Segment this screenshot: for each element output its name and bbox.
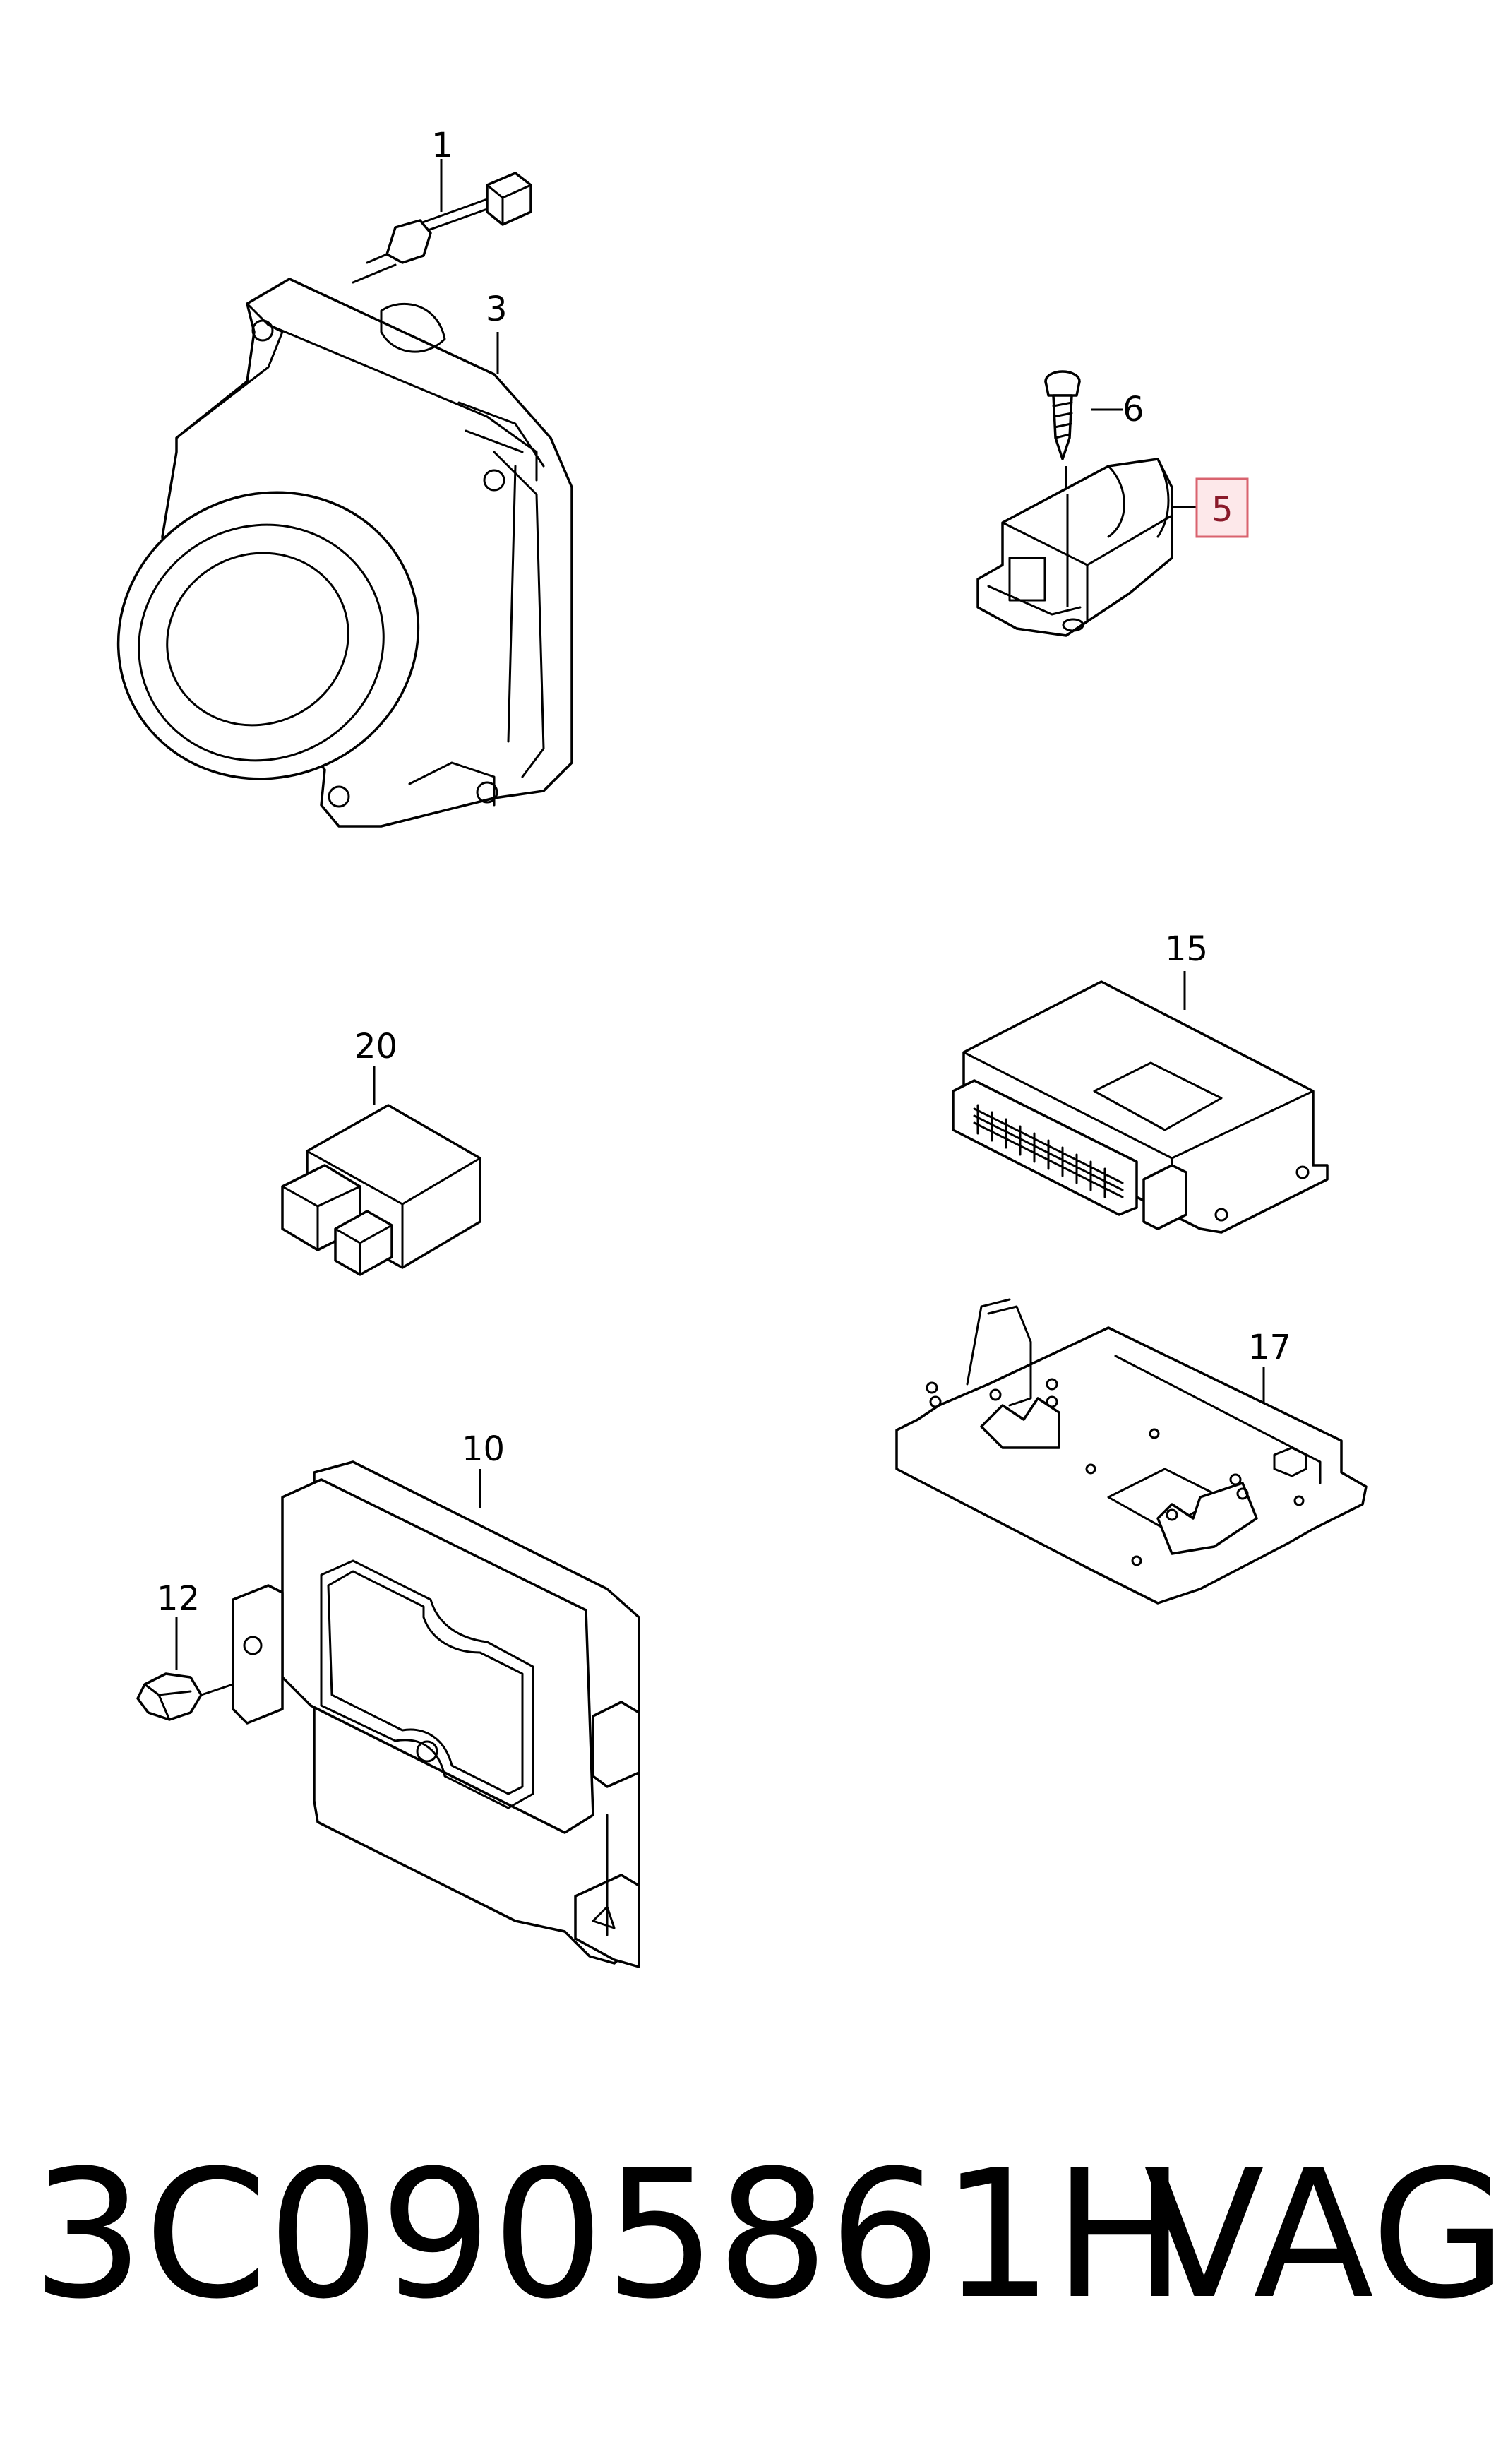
label-part-6: 6 [1123, 390, 1144, 429]
label-part-17: 17 [1248, 1328, 1291, 1367]
label-part-1: 1 [431, 126, 453, 165]
brand-name: VAG [1144, 2132, 1508, 2338]
part-3-speaker [116, 278, 573, 828]
part-5-label-highlight [1195, 477, 1249, 538]
part-12-bolt [136, 1617, 234, 1721]
label-part-20: 20 [354, 1027, 397, 1066]
label-part-12: 12 [157, 1579, 200, 1619]
part-20-module [281, 1066, 481, 1276]
part-number: 3C0905861H [32, 2132, 1187, 2338]
label-part-15: 15 [1165, 929, 1208, 969]
label-part-5: 5 [1211, 490, 1233, 530]
part-1-connector [352, 159, 532, 284]
footer: 3C0905861H VAG [0, 2147, 1508, 2380]
part-10-housing [232, 1460, 640, 1968]
part-17-bracket [895, 1298, 1368, 1605]
part-15-control-unit [952, 971, 1329, 1234]
part-5-sensor [976, 458, 1197, 637]
label-part-10: 10 [462, 1429, 505, 1469]
label-part-3: 3 [486, 290, 508, 329]
